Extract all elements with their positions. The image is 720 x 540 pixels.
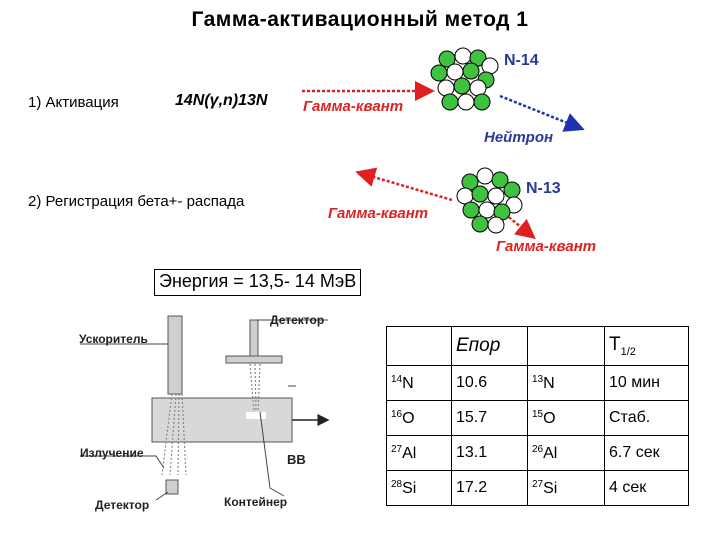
neutron-arrow [499, 94, 585, 132]
accelerator-label: Ускоритель [79, 332, 148, 346]
bb-label: ВВ [287, 452, 306, 467]
gamma-label-2: Гамма-квант [328, 205, 429, 222]
setup-diagram [80, 315, 330, 501]
neutron-label: Нейтрон [484, 129, 554, 146]
n14-nucleus [430, 47, 499, 111]
header-empty-1 [386, 326, 452, 366]
gamma-label-1: Гамма-квант [303, 98, 404, 115]
threshold-energy: 13.1 [451, 435, 528, 471]
threshold-energy: 10.6 [451, 365, 528, 401]
gamma-arrow-2 [355, 167, 453, 202]
product-nuclide: 15O [527, 400, 605, 436]
target-nuclide: 28Si [386, 470, 452, 506]
container-box [151, 397, 293, 443]
header-empty-2 [527, 326, 605, 366]
product-nuclide: 27Si [527, 470, 605, 506]
step2-label: 2) Регистрация бета+- распада [28, 193, 245, 210]
radiation-label: Излучение [80, 446, 144, 460]
sample-mark [246, 412, 266, 419]
half-life: 10 мин [604, 365, 689, 401]
step1-label: 1) Активация [28, 94, 119, 111]
threshold-energy: 17.2 [451, 470, 528, 506]
header-t: T1/2 [604, 326, 689, 366]
container-label: Контейнер [224, 495, 288, 509]
target-nuclide: 27Al [386, 435, 452, 471]
product-nuclide: 26Al [527, 435, 605, 471]
product-nuclide: 13N [527, 365, 605, 401]
header-e: Епор [451, 326, 528, 366]
half-life: Стаб. [604, 400, 689, 436]
n13-label: N-13 [526, 180, 561, 197]
accelerator-tube [167, 315, 183, 395]
top-detector-stem [249, 319, 259, 359]
gamma-arrow-3 [504, 213, 536, 240]
target-nuclide: 16O [386, 400, 452, 436]
energy-box: Энергия = 13,5- 14 МэВ [154, 269, 362, 296]
n13-nucleus [456, 167, 523, 234]
threshold-energy: 15.7 [451, 400, 528, 436]
page-title: Гамма-активационный метод 1 [191, 8, 529, 31]
bottom-detector-label: Детектор [95, 498, 150, 512]
top-detector-label: Детектор [270, 313, 325, 327]
bottom-detector [165, 479, 179, 495]
top-detector-plate [225, 355, 283, 364]
target-nuclide: 14N [386, 365, 452, 401]
table-header-row: Епор T1/2 [386, 326, 689, 366]
half-life: 6.7 сек [604, 435, 689, 471]
half-life: 4 сек [604, 470, 689, 506]
n14-label: N-14 [504, 52, 539, 69]
gamma-label-3: Гамма-квант [496, 238, 597, 255]
reaction-label: 14N(γ,n)13N [175, 92, 268, 109]
